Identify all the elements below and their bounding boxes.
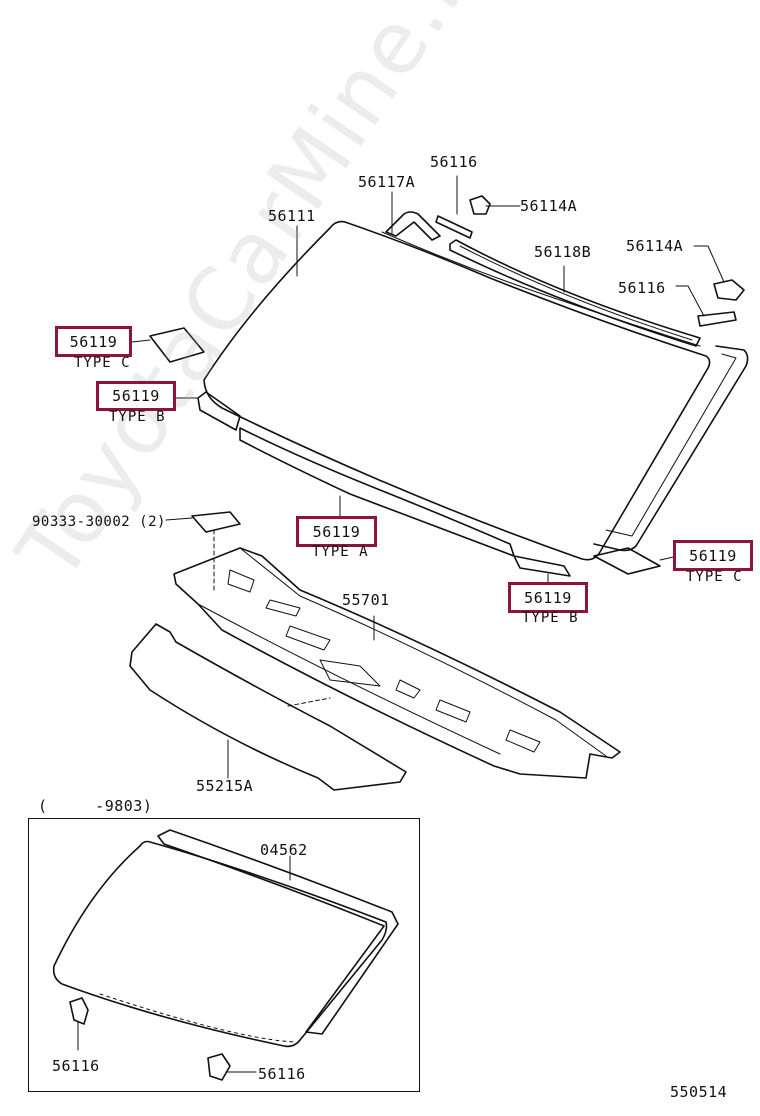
inset-glass — [52, 840, 388, 1048]
dam-type-c-right — [593, 547, 661, 575]
dam-type-b-right — [513, 555, 571, 577]
label-56116-right[interactable]: 56116 — [618, 279, 666, 297]
dam-type-b-left — [197, 391, 241, 431]
label-56114A-right[interactable]: 56114A — [626, 237, 684, 255]
highlight-56119-type-c-left[interactable]: 56119 — [55, 326, 132, 357]
cowl-top-panel — [173, 547, 621, 779]
clip-56116-top — [435, 215, 473, 239]
upper-molding — [449, 239, 701, 347]
highlight-56119-type-b-right[interactable]: 56119 — [508, 582, 588, 613]
highlight-56119-type-c-right[interactable]: 56119 — [673, 540, 753, 571]
label-04562[interactable]: 04562 — [260, 841, 308, 859]
type-label-c-right: TYPE C — [686, 569, 743, 585]
period-note: ( -9803) — [38, 797, 153, 815]
inset-molding — [157, 829, 399, 1035]
clip-56116-right — [697, 311, 737, 327]
side-molding-top — [385, 211, 441, 241]
highlight-56119-type-b-left[interactable]: 56119 — [96, 381, 176, 411]
dam-type-c-left — [149, 327, 205, 363]
label-56114A-top[interactable]: 56114A — [520, 197, 578, 215]
type-label-b-left: TYPE B — [109, 409, 166, 425]
cowl-seal — [129, 623, 407, 791]
retainer-56114A-top — [469, 195, 491, 215]
inset-frame — [28, 818, 420, 1092]
label-56116-top[interactable]: 56116 — [430, 153, 478, 171]
diagram-code: 550514 — [670, 1083, 728, 1101]
label-56116-inset-left[interactable]: 56116 — [52, 1057, 100, 1075]
label-56118B[interactable]: 56118B — [534, 243, 592, 261]
label-56111[interactable]: 56111 — [268, 207, 316, 225]
type-label-b-right: TYPE B — [522, 610, 579, 626]
type-label-a: TYPE A — [312, 544, 369, 560]
retainer-56114A-right — [713, 279, 745, 301]
type-label-c-left: TYPE C — [74, 355, 131, 371]
inset-clip-bottom — [207, 1053, 231, 1081]
windshield-glass — [203, 220, 711, 561]
label-90333[interactable]: 90333-30002 (2) — [32, 514, 166, 530]
side-molding-right — [593, 345, 749, 552]
label-56117A[interactable]: 56117A — [358, 173, 416, 191]
windshield-edge-line — [381, 231, 701, 347]
label-55215A[interactable]: 55215A — [196, 777, 254, 795]
label-56116-inset-bottom[interactable]: 56116 — [258, 1065, 306, 1083]
highlight-56119-type-a[interactable]: 56119 — [296, 516, 377, 547]
dam-type-a — [239, 427, 515, 557]
clip-90333 — [191, 511, 241, 533]
label-55701[interactable]: 55701 — [342, 591, 390, 609]
inset-clip-left — [69, 997, 89, 1025]
